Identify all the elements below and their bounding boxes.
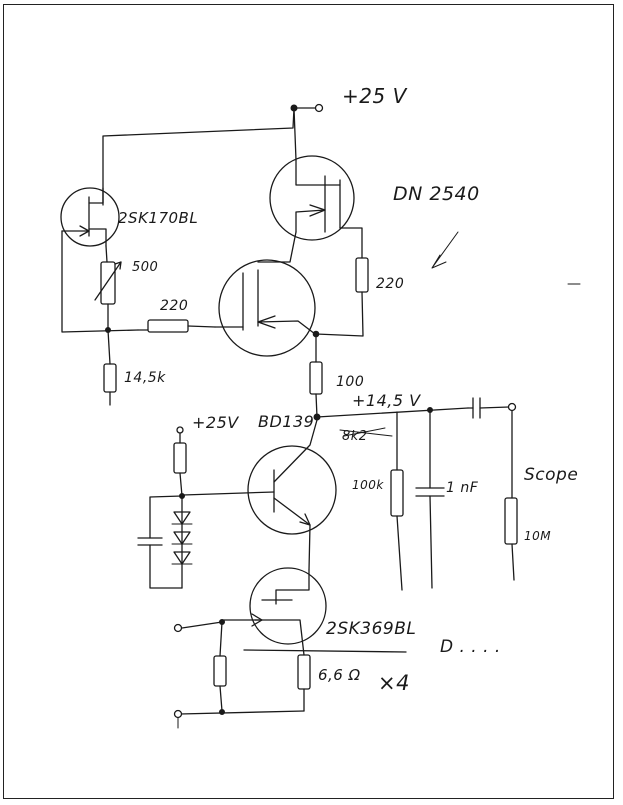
r-gate-label: 220 [160, 298, 188, 314]
bias-capacitor [137, 495, 183, 589]
output-coupling-capacitor [467, 397, 510, 419]
ground-junction [219, 709, 225, 715]
output-rail-wire [316, 407, 469, 418]
resistor-220-gate [137, 319, 216, 333]
resistor-aux-bias [173, 432, 187, 497]
jfet-2sk369-symbol [221, 567, 327, 656]
potentiometer-500 [94, 245, 122, 331]
node-voltage-label: +14,5 V [352, 391, 421, 410]
jfet-2sk170-symbol [60, 187, 120, 247]
multiplier-label: ×4 [378, 671, 410, 695]
resistor-100 [309, 333, 323, 418]
r-bias-label: 100k [352, 478, 384, 492]
bjt-bd139-symbol [182, 419, 337, 571]
mosfet-dn2540-upper-symbol [269, 155, 363, 259]
ground-terminal [173, 709, 183, 719]
r-drain-label: 220 [376, 276, 404, 292]
resistor-bottom-left [213, 621, 227, 712]
cap-label: 1 nF [446, 480, 479, 496]
r-mid-label: 100 [336, 374, 364, 390]
r-source-label: 14,5k [124, 370, 166, 386]
resistor-220-drain [315, 257, 369, 337]
aux-supply-label: +25V [192, 413, 239, 432]
trail-label: D . . . . [440, 637, 501, 657]
ground-rail-wire [179, 710, 305, 715]
mosfet-dn2540-lower-symbol [214, 231, 316, 357]
jfet-top-label: 2SK170BL [118, 209, 198, 227]
supply-junction [290, 104, 298, 112]
left-feedback-wire [61, 230, 139, 333]
pointer-arrow-icon [431, 231, 459, 269]
scope-label: Scope [524, 465, 578, 485]
pot-label: 500 [132, 260, 158, 275]
resistor-10m [504, 410, 518, 581]
bjt-label: BD139 [258, 412, 314, 431]
supply-terminal [314, 103, 324, 113]
supply-rail-wire [102, 107, 318, 206]
resistor-100k [390, 411, 404, 591]
capacitor-1nf [415, 409, 445, 589]
sheet-border [3, 4, 614, 799]
aux-supply-terminal [176, 426, 184, 434]
r-scope-label: 10M [524, 529, 551, 543]
input-wire [181, 621, 223, 629]
r-bottom-label: 6,6 Ω [318, 666, 361, 684]
zener-diode-stack [171, 495, 193, 589]
resistor-6r6 [297, 654, 311, 712]
supply-voltage-label: +25 V [342, 84, 408, 108]
scope-terminal [507, 402, 517, 412]
input-terminal [173, 623, 183, 633]
jfet-bottom-label: 2SK369BL [326, 619, 416, 639]
mosfet-label: DN 2540 [393, 183, 480, 205]
resistor-14k5 [103, 329, 117, 406]
scribble-mark [339, 427, 393, 437]
source-bus-wire [243, 649, 407, 653]
